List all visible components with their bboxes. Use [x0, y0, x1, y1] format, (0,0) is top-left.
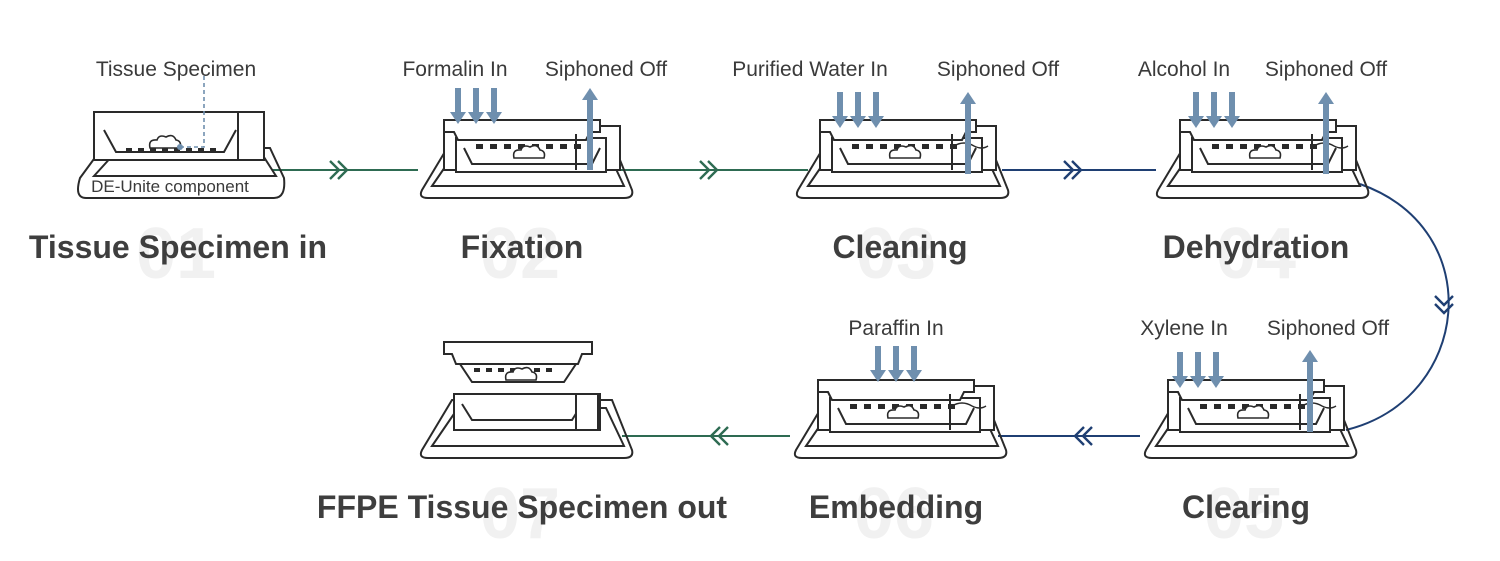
- tray-illustration-02: [419, 119, 634, 199]
- siphoned-off-label-03: Siphoned Off: [937, 58, 1059, 81]
- lifted-cassette: [443, 341, 593, 383]
- step-title-03: Cleaning: [832, 229, 967, 265]
- tray-illustration-04: [1155, 119, 1370, 199]
- step-04: Alcohol In Siphoned Off 04 Dehydration: [1138, 58, 1387, 294]
- connector-04-05: [1345, 183, 1455, 431]
- step-07: 07 FFPE Tissue Specimen out: [317, 341, 728, 554]
- connector-01-02: [272, 159, 418, 181]
- step-title-01: Tissue Specimen in: [29, 229, 327, 265]
- connector-03-04: [1002, 159, 1156, 181]
- purified-water-in-label: Purified Water In: [732, 58, 888, 81]
- xylene-in-arrows: [1172, 352, 1224, 388]
- step-03: Purified Water In Siphoned Off 03 Cleani…: [732, 58, 1059, 294]
- paraffin-in-label: Paraffin In: [848, 317, 943, 340]
- step-title-05: Clearing: [1182, 489, 1310, 525]
- step-number-01: 01: [136, 214, 216, 294]
- step-title-02: Fixation: [461, 229, 584, 265]
- tray-illustration-01: [77, 76, 286, 199]
- alcohol-in-arrows: [1188, 92, 1240, 128]
- step-05: Xylene In Siphoned Off 05 Clearing: [1140, 317, 1389, 554]
- step-number-07: 07: [480, 474, 560, 554]
- component-label: DE-Unite component: [91, 177, 249, 196]
- connector-02-03: [620, 159, 808, 181]
- step-title-04: Dehydration: [1163, 229, 1350, 265]
- step-01: Tissue Specimen DE-Unite component 01 Ti…: [29, 58, 327, 294]
- step-number-04: 04: [1216, 214, 1296, 294]
- step-number-05: 05: [1204, 474, 1284, 554]
- siphoned-off-label-05: Siphoned Off: [1267, 317, 1389, 340]
- formalin-in-label: Formalin In: [402, 58, 507, 81]
- tray-illustration-06: [793, 379, 1008, 459]
- tray-illustration-07: [419, 393, 634, 459]
- step-title-07: FFPE Tissue Specimen out: [317, 489, 728, 525]
- xylene-in-label: Xylene In: [1140, 317, 1228, 340]
- tray-illustration-05: [1143, 379, 1358, 459]
- formalin-in-arrows: [450, 88, 502, 124]
- connector-06-07: [622, 425, 790, 447]
- siphoned-off-label-02: Siphoned Off: [545, 58, 667, 81]
- connector-05-06: [998, 425, 1140, 447]
- step-title-06: Embedding: [809, 489, 983, 525]
- tissue-specimen-label: Tissue Specimen: [96, 58, 256, 81]
- alcohol-in-label: Alcohol In: [1138, 58, 1230, 81]
- step-number-02: 02: [480, 214, 560, 294]
- step-02: Formalin In Siphoned Off 02 Fixation: [402, 58, 667, 294]
- step-number-06: 06: [854, 474, 934, 554]
- tray-illustration-03: [795, 119, 1010, 199]
- step-06: Paraffin In 06 Embedding: [793, 317, 1008, 554]
- siphoned-off-label-04: Siphoned Off: [1265, 58, 1387, 81]
- purified-water-in-arrows: [832, 92, 884, 128]
- step-number-03: 03: [856, 214, 936, 294]
- paraffin-in-arrows: [870, 346, 922, 382]
